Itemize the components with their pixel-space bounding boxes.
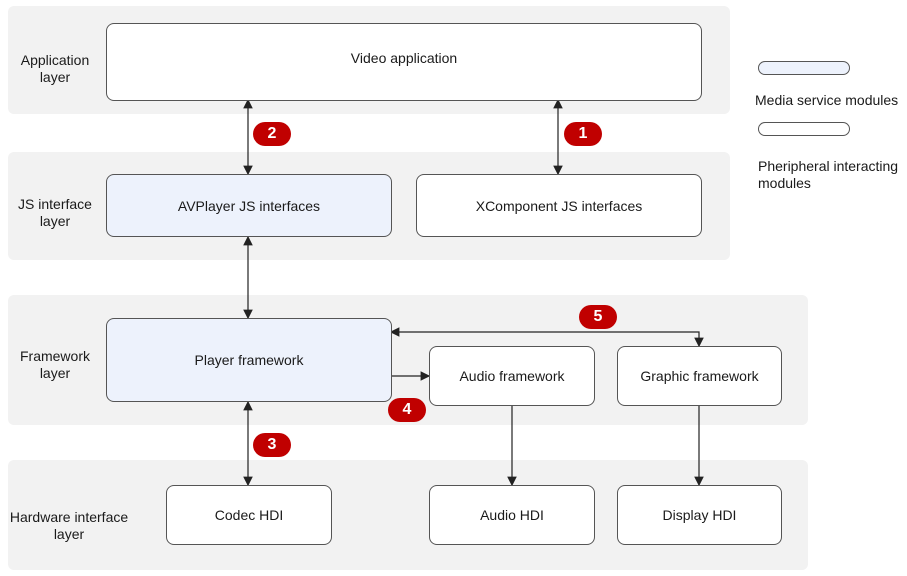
xcomponent-js-interfaces-box: XComponent JS interfaces — [416, 174, 702, 237]
legend-peripheral-swatch — [758, 122, 850, 136]
framework-layer-label: Framework layer — [19, 348, 90, 381]
application-layer-label: Application layer — [20, 52, 90, 85]
legend-peripheral-label: Pheripheral interacting modules — [758, 158, 899, 191]
player-framework-box: Player framework — [106, 318, 392, 402]
legend-media-swatch — [758, 61, 850, 75]
display-hdi-box: Display HDI — [617, 485, 782, 545]
audio-framework-box: Audio framework — [429, 346, 595, 406]
graphic-framework-box: Graphic framework — [617, 346, 782, 406]
step-4-badge: 4 — [388, 398, 426, 422]
hardware-interface-layer-label: Hardware interface layer — [9, 509, 129, 542]
audio-hdi-box: Audio HDI — [429, 485, 595, 545]
avplayer-js-interfaces-box: AVPlayer JS interfaces — [106, 174, 392, 237]
js-interface-layer-label: JS interface layer — [18, 196, 92, 229]
legend-media-label: Media service modules — [755, 92, 899, 108]
step-5-badge: 5 — [579, 305, 617, 329]
step-3-badge: 3 — [253, 433, 291, 457]
step-2-badge: 2 — [253, 122, 291, 146]
arrow-player-to-graphic — [389, 327, 704, 348]
codec-hdi-box: Codec HDI — [166, 485, 332, 545]
video-application-box: Video application — [106, 23, 702, 101]
step-1-badge: 1 — [564, 122, 602, 146]
